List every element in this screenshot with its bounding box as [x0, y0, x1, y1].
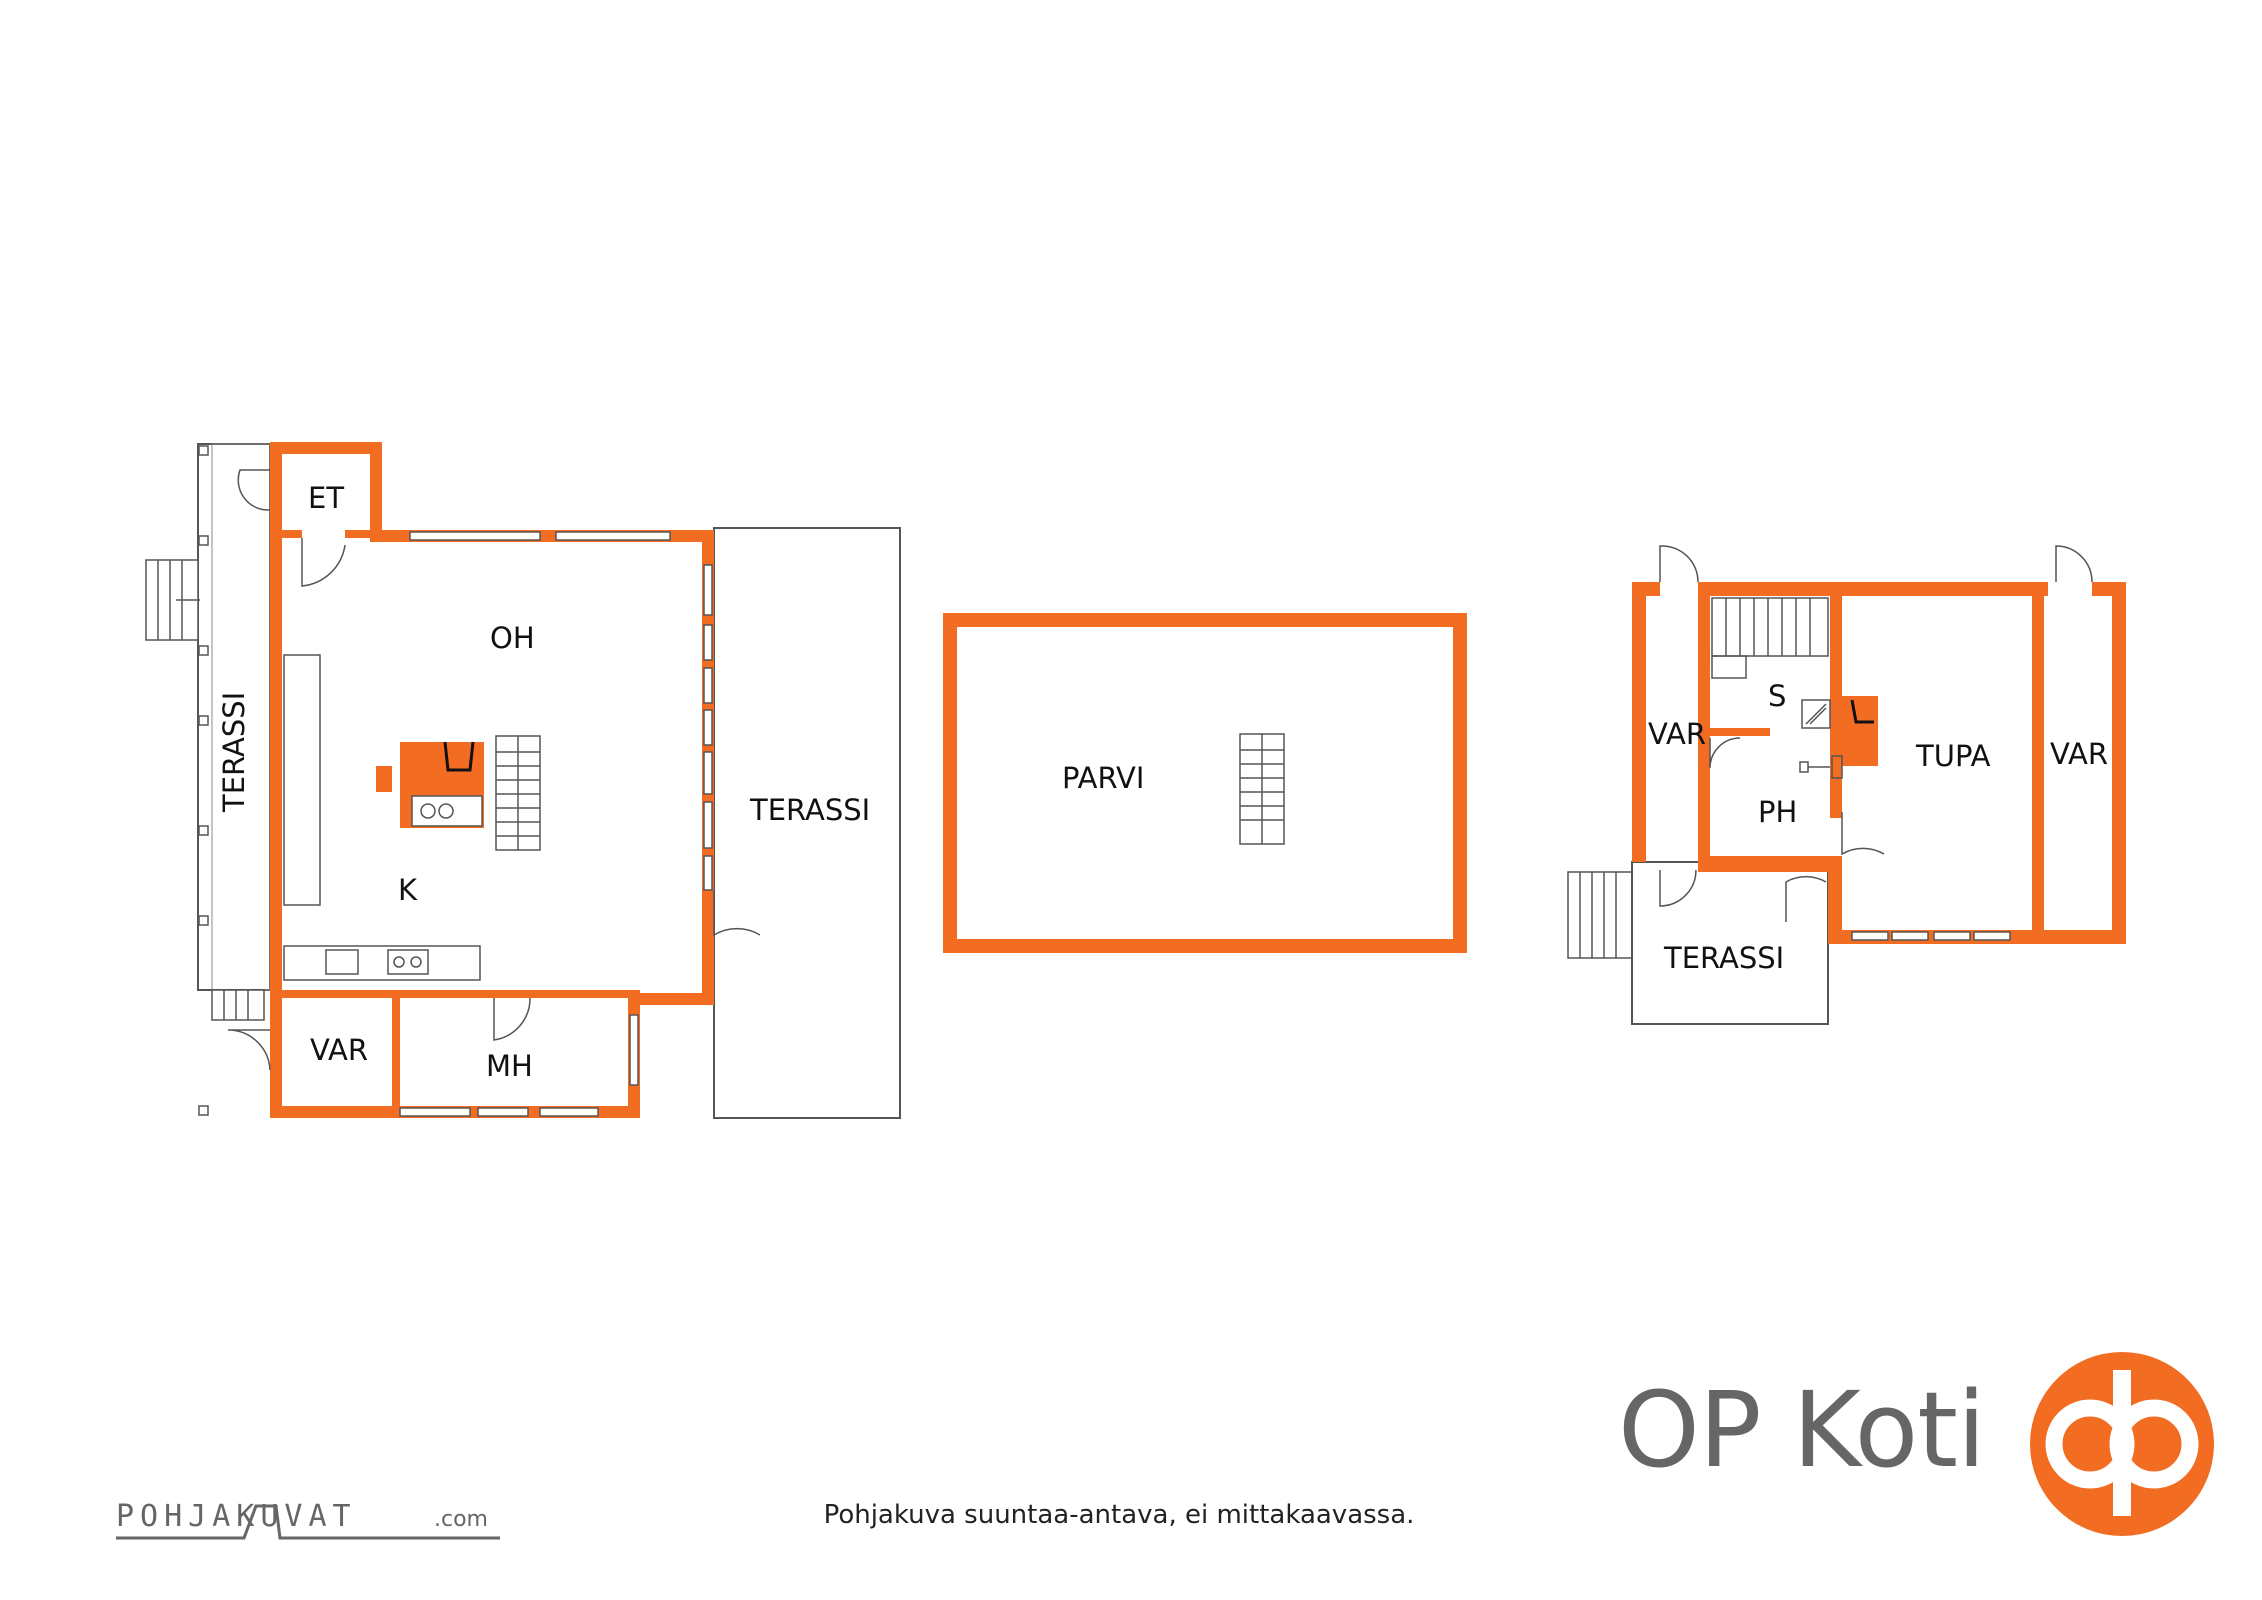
room-label-ph: PH [1758, 795, 1797, 829]
sauna-terrace-steps [1567, 871, 1633, 959]
room-label-s: S [1768, 679, 1786, 713]
room-label-terassi-sauna: TERASSI [1663, 941, 1784, 975]
stair-main [495, 735, 541, 851]
room-label-tupa: TUPA [1915, 739, 1991, 773]
shower-icon [1801, 699, 1831, 729]
mh-bottom-windows [399, 1107, 599, 1117]
kitchen-counter [283, 945, 481, 981]
terrace-left-bottom-steps [211, 989, 265, 1021]
room-label-var-sauna-left: VAR [1648, 717, 1706, 751]
room-label-mh: MH [486, 1049, 533, 1083]
stair-loft [1239, 733, 1285, 845]
loft-walls [943, 613, 1467, 953]
main-doors [227, 469, 761, 1071]
et-interior-wall [282, 530, 302, 538]
oh-right-windows [703, 564, 713, 891]
op-bank-logo-icon [2030, 1352, 2214, 1536]
room-label-parvi: PARVI [1062, 761, 1144, 795]
pohjakuvat-logo: POHJAKUVAT .com [116, 1499, 500, 1540]
main-exterior-walls [270, 442, 714, 1118]
room-label-k: K [398, 873, 418, 907]
room-label-terassi-right: TERASSI [749, 793, 870, 827]
main-building-floor: ET OH K VAR MH TERASSI TERASSI [145, 442, 901, 1119]
et-interior-wall-2 [345, 530, 370, 538]
sauna-bench-steps [1711, 597, 1829, 679]
room-label-var-sauna-right: VAR [2050, 737, 2108, 771]
room-label-terassi-left: TERASSI [217, 692, 251, 813]
sauna-building-floor: VAR S PH TUPA VAR TERASSI [1567, 545, 2126, 1025]
terrace-posts [198, 445, 209, 1116]
room-label-et: ET [308, 481, 344, 515]
sauna-windows [1851, 931, 2011, 941]
washbasin-icon [1799, 755, 1843, 779]
oh-top-windows [409, 531, 671, 541]
loft-floor: PARVI [943, 613, 1467, 953]
pohjakuvat-wordmark: POHJAKUVAT [116, 1499, 357, 1534]
sauna-exterior-walls [1632, 582, 2126, 944]
terrace-left-steps [145, 559, 200, 641]
room-label-var-main: VAR [310, 1033, 368, 1067]
fireplace [376, 741, 484, 828]
disclaimer-text: Pohjakuva suuntaa-antava, ei mittakaavas… [823, 1500, 1415, 1530]
mh-right-window [629, 1014, 639, 1086]
op-koti-wordmark: OP Koti [1618, 1369, 1986, 1491]
sauna-doors [1659, 545, 2093, 922]
room-label-oh: OH [490, 621, 535, 655]
oh-wall-cabinet [283, 654, 321, 906]
pohjakuvat-roofline [116, 1504, 500, 1540]
pohjakuvat-domain: .com [434, 1507, 488, 1532]
sauna-stove [1842, 696, 1878, 766]
